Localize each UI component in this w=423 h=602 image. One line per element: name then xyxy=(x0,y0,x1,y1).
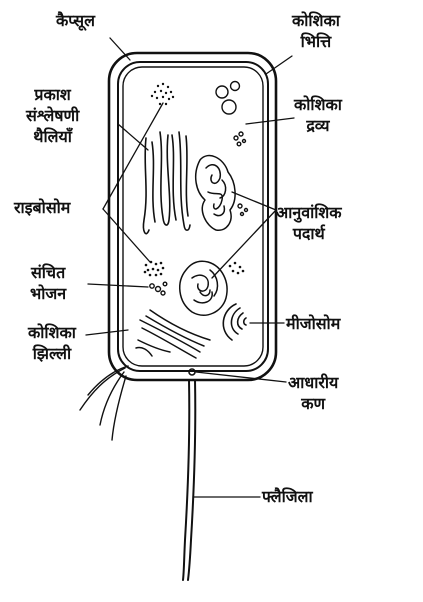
leader-stored-food xyxy=(87,283,149,288)
label-membrane-line1: कोशिका xyxy=(28,323,76,342)
label-cell-wall-line1: कोशिका xyxy=(292,11,340,30)
cell-membrane xyxy=(122,66,264,367)
genetic-material xyxy=(194,154,236,231)
label-basal-line2: कण xyxy=(301,394,326,413)
label-basal-body: आधारीय कण xyxy=(288,372,338,414)
label-photosynthetic-line1: प्रकाश xyxy=(34,85,71,104)
label-mesosome: मीजोसोम xyxy=(286,313,340,334)
label-genetic-line2: पदार्थ xyxy=(292,224,325,243)
leader-ribosome-a xyxy=(102,208,151,263)
label-capsule: कैप्सूल xyxy=(56,10,95,31)
label-cell-wall: कोशिका भित्ति xyxy=(292,10,340,52)
membrane-folds xyxy=(135,309,211,359)
label-cell-membrane: कोशिका झिल्ली xyxy=(28,322,76,364)
leader-genetic-a xyxy=(231,191,277,211)
leader-genetic-b xyxy=(211,209,277,279)
cell-wall xyxy=(117,61,269,372)
label-stored-food-line1: संचित xyxy=(30,263,66,282)
label-basal-line1: आधारीय xyxy=(288,373,339,392)
leader-lines xyxy=(85,37,295,498)
ribosome-cluster-top xyxy=(150,82,175,106)
leader-cytoplasm xyxy=(245,117,295,125)
label-cytoplasm-line2: द्रव्य xyxy=(306,116,330,135)
label-flagellum: फ्लैजिला xyxy=(262,486,313,507)
leader-ribosome-b xyxy=(102,102,164,210)
label-genetic-material: आनुवांशिक पदार्थ xyxy=(276,202,342,244)
leader-membrane xyxy=(85,329,129,336)
stored-food xyxy=(149,281,168,296)
label-cytoplasm-line1: कोशिका xyxy=(294,95,342,114)
capsule xyxy=(107,51,278,382)
label-mesosome-text: मीजोसोम xyxy=(286,314,341,333)
leader-capsule xyxy=(109,37,131,61)
label-photosynthetic-line2: संश्लेषणी xyxy=(26,106,80,125)
label-cytoplasm: कोशिका द्रव्य xyxy=(294,94,342,136)
leader-cell-wall xyxy=(265,55,293,75)
inclusion-bodies xyxy=(215,80,249,217)
leader-basal xyxy=(195,371,287,383)
label-flagellum-text: फ्लैजिला xyxy=(262,487,313,506)
label-membrane-line2: झिल्ली xyxy=(32,344,72,363)
label-cell-wall-line2: भित्ति xyxy=(300,32,332,51)
label-stored-food-line2: भोजन xyxy=(30,284,67,303)
label-capsule-text: कैप्सूल xyxy=(56,11,95,30)
label-photosynthetic-line3: थैलियाँ xyxy=(33,127,72,146)
label-genetic-line1: आनुवांशिक xyxy=(276,203,342,222)
flagellum xyxy=(182,379,197,581)
basal-body xyxy=(188,368,196,376)
label-photosynthetic-lamellae: प्रकाश संश्लेषणी थैलियाँ xyxy=(26,84,79,147)
leader-photosynthetic xyxy=(117,123,149,151)
label-ribosome-text: राइबोसोम xyxy=(14,198,71,217)
pili xyxy=(79,365,129,441)
mesosome xyxy=(222,303,247,341)
nucleoid xyxy=(179,260,228,316)
label-ribosome: राइबोसोम xyxy=(14,197,70,218)
ribosome-cluster xyxy=(143,260,245,277)
photosynthetic-lamellae xyxy=(142,131,191,235)
label-stored-food: संचित भोजन xyxy=(30,262,66,304)
